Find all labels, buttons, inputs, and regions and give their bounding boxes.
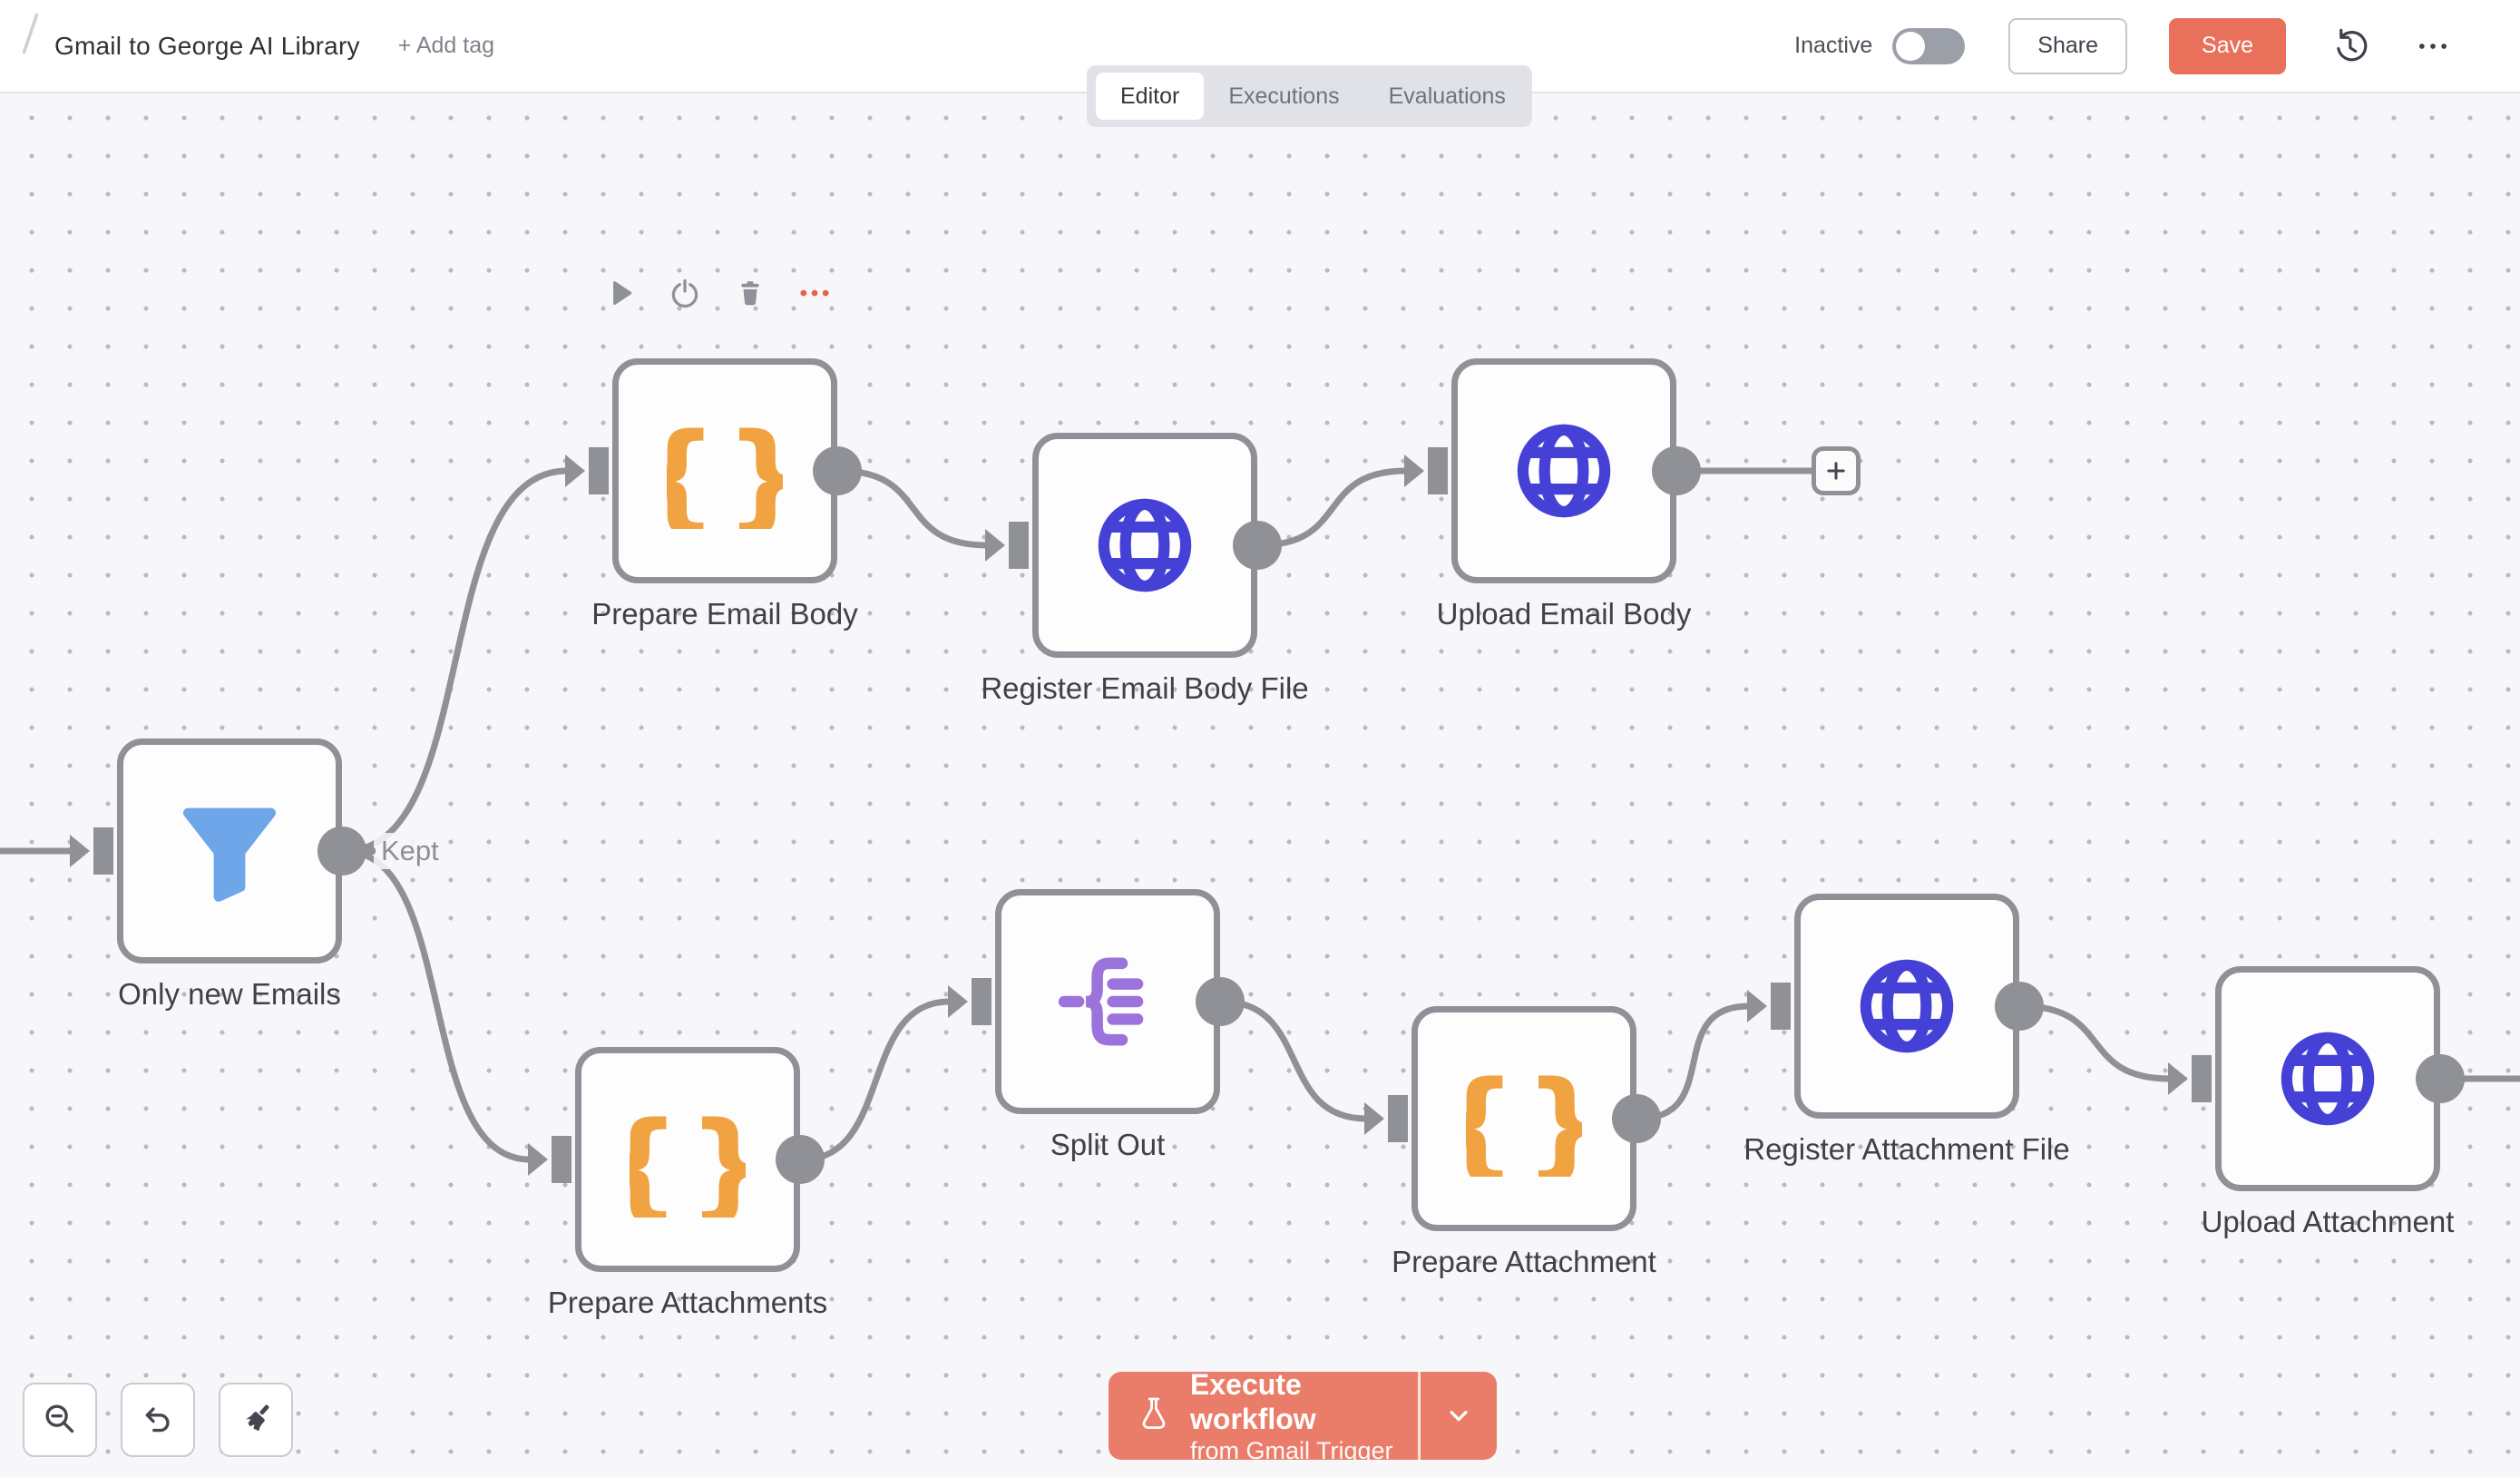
split-icon	[1056, 950, 1159, 1053]
toggle-knob	[1896, 31, 1926, 61]
input-connector[interactable]	[2168, 1052, 2215, 1106]
undo-icon	[139, 1400, 177, 1441]
output-connector[interactable]	[1612, 1094, 1661, 1143]
node-label: Upload Attachment	[2201, 1205, 2455, 1238]
canvas[interactable]	[0, 93, 2520, 1477]
output-connector[interactable]	[1233, 521, 1282, 570]
node-upload-email-body[interactable]: Upload Email Body	[1404, 358, 1701, 631]
connection[interactable]	[1221, 998, 1367, 1122]
connection[interactable]	[343, 467, 568, 855]
globe-icon	[2272, 1023, 2383, 1134]
connection[interactable]	[801, 998, 951, 1163]
execute-options-button[interactable]	[1421, 1372, 1497, 1460]
node-label: Prepare Email Body	[591, 597, 858, 631]
workflow-title[interactable]: Gmail to George AI Library	[54, 31, 360, 60]
undo-button[interactable]	[121, 1383, 195, 1457]
globe-icon	[1509, 416, 1619, 526]
node-split-out[interactable]: Split Out	[948, 889, 1245, 1161]
node-label: Split Out	[1050, 1128, 1166, 1161]
connection[interactable]	[1637, 1003, 1750, 1122]
tab-editor[interactable]: Editor	[1096, 73, 1205, 120]
add-node-button[interactable]	[1812, 446, 1861, 495]
play-icon[interactable]	[602, 273, 639, 313]
node-label: Upload Email Body	[1436, 597, 1692, 631]
ellipsis-icon[interactable]	[796, 273, 833, 313]
output-connector[interactable]	[776, 1135, 825, 1184]
power-icon[interactable]	[667, 273, 703, 313]
output-connector[interactable]	[317, 827, 366, 875]
svg-text:{}: {}	[667, 413, 783, 529]
status-label: Inactive	[1794, 33, 1873, 58]
svg-text:{}: {}	[630, 1101, 746, 1218]
active-toggle[interactable]	[1892, 27, 1966, 64]
node-label: Register Email Body File	[981, 671, 1309, 705]
node-label: Prepare Attachment	[1392, 1245, 1656, 1278]
input-connector[interactable]	[1747, 979, 1794, 1033]
tab-evaluations[interactable]: Evaluations	[1388, 83, 1506, 109]
save-button[interactable]: Save	[2169, 17, 2286, 74]
node-prepare-attachment[interactable]: {} Prepare Attachment	[1364, 1006, 1661, 1278]
output-connector[interactable]	[2416, 1054, 2465, 1103]
zoom-out-icon	[41, 1400, 79, 1441]
node-prepare-email-body[interactable]: {} Prepare Email Body	[565, 358, 862, 631]
trash-icon[interactable]	[732, 273, 768, 313]
braces-icon: {}	[1466, 1061, 1582, 1177]
output-connector[interactable]	[813, 446, 862, 495]
dots-menu-icon[interactable]	[2413, 26, 2453, 66]
connection[interactable]	[2020, 1003, 2171, 1082]
input-connector[interactable]	[70, 824, 117, 878]
flask-icon	[1136, 1395, 1172, 1436]
connection[interactable]	[1258, 467, 1407, 549]
input-connector[interactable]	[565, 444, 612, 498]
node-label: Prepare Attachments	[547, 1286, 828, 1319]
header-left: Gmail to George AI Library + Add tag	[22, 12, 495, 61]
share-button[interactable]: Share	[2008, 17, 2128, 74]
tab-executions[interactable]: Executions	[1228, 83, 1340, 109]
execute-workflow-button: Execute workflow from Gmail Trigger	[1109, 1372, 1497, 1460]
node-register-email-body-file[interactable]: Register Email Body File	[981, 433, 1309, 705]
input-connector[interactable]	[948, 974, 995, 1029]
node-label: Register Attachment File	[1743, 1132, 2070, 1166]
output-connector[interactable]	[1196, 977, 1245, 1026]
execute-workflow-main[interactable]: Execute workflow from Gmail Trigger	[1109, 1372, 1418, 1460]
execute-divider	[1418, 1372, 1421, 1460]
execute-label: Execute workflow	[1190, 1372, 1316, 1435]
braces-icon: {}	[667, 413, 783, 529]
filter-icon	[175, 797, 284, 905]
corner-slash-decoration	[22, 12, 39, 54]
input-connector[interactable]	[1404, 444, 1451, 498]
execute-text: Execute workflow from Gmail Trigger	[1190, 1372, 1418, 1460]
execute-sublabel: from Gmail Trigger	[1190, 1436, 1393, 1461]
svg-text:{}: {}	[1466, 1061, 1582, 1177]
node-toolbar	[602, 272, 833, 314]
input-connector[interactable]	[985, 518, 1032, 572]
node-label: Only new Emails	[118, 977, 341, 1011]
tab-bar: Editor Executions Evaluations	[1087, 65, 1532, 127]
node-upload-attachment[interactable]: Upload Attachment	[2168, 966, 2465, 1238]
history-icon[interactable]	[2330, 26, 2369, 66]
braces-icon: {}	[630, 1101, 746, 1218]
node-register-attachment-file[interactable]: Register Attachment File	[1743, 894, 2070, 1166]
output-connector[interactable]	[1652, 446, 1701, 495]
zoom-out-button[interactable]	[23, 1383, 97, 1457]
node-prepare-attachments[interactable]: {} Prepare Attachments	[528, 1047, 827, 1319]
tidy-up-button[interactable]	[219, 1383, 293, 1457]
header-right: Inactive Share Save	[1794, 17, 2453, 74]
add-tag-button[interactable]: + Add tag	[397, 33, 495, 58]
output-label: Kept	[361, 833, 446, 869]
input-connector[interactable]	[1364, 1091, 1411, 1146]
globe-icon	[1851, 951, 1962, 1061]
input-connector[interactable]	[528, 1132, 575, 1187]
globe-icon	[1089, 490, 1200, 601]
connection[interactable]	[838, 467, 988, 549]
output-connector[interactable]	[1995, 982, 2044, 1031]
tidy-up-icon	[236, 1399, 276, 1442]
